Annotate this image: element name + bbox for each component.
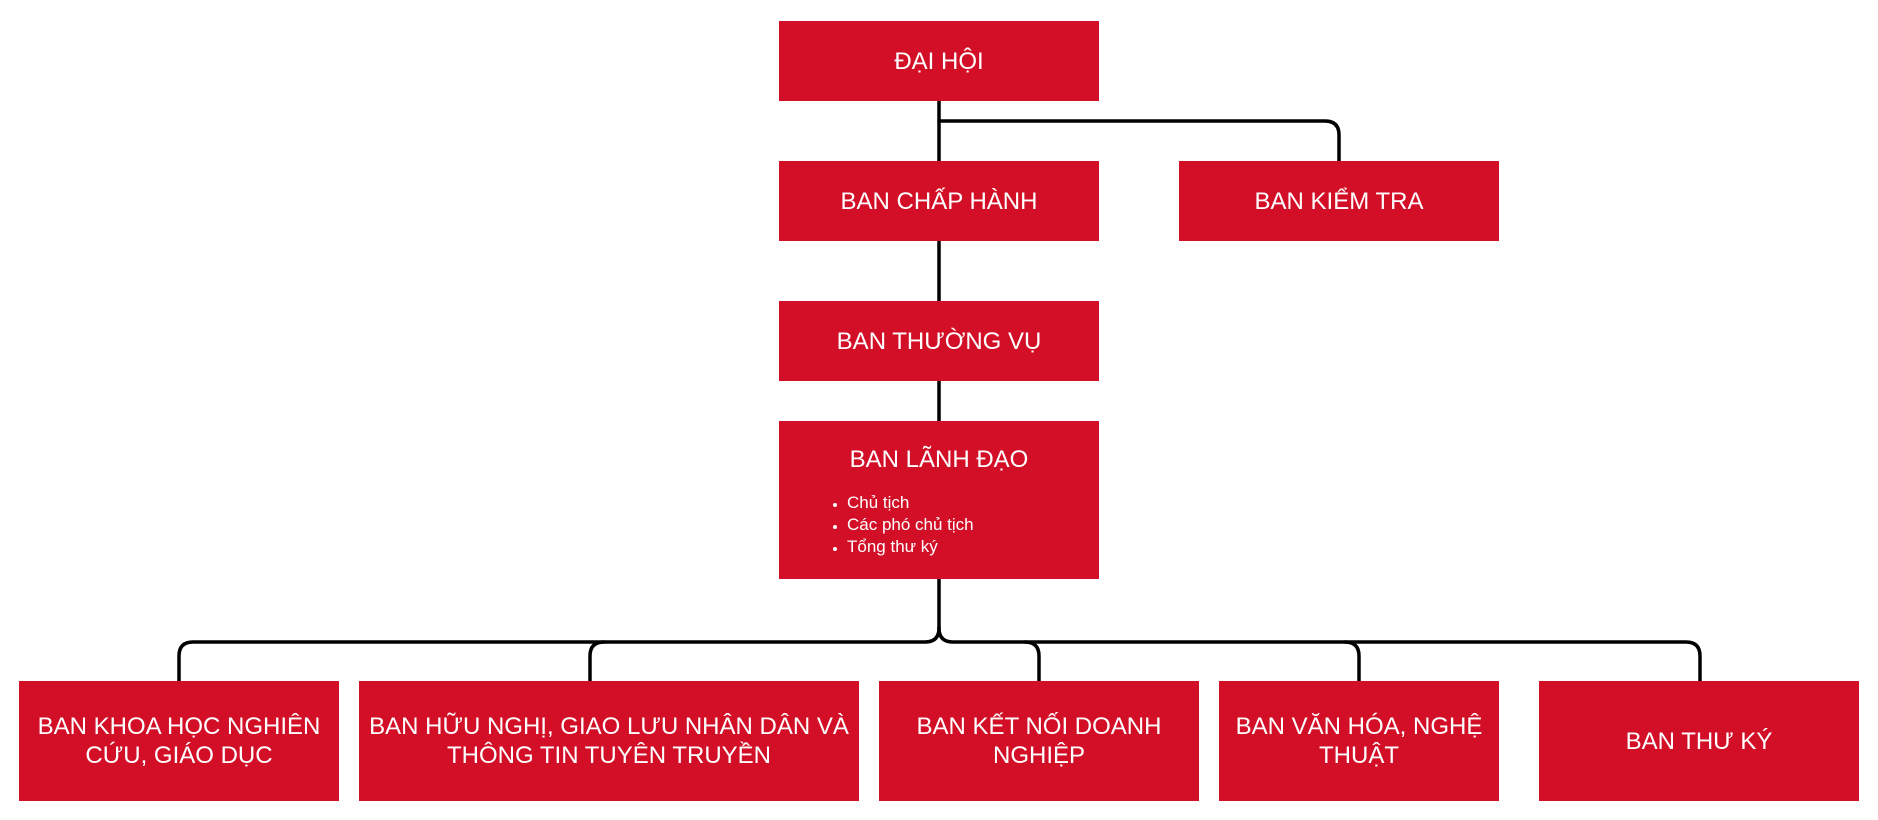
connector-drop-van-hoa	[1343, 640, 1361, 683]
node-ban-van-hoa: BAN VĂN HÓA, NGHỆ THUẬT	[1219, 681, 1499, 801]
node-ban-lanh-dao: BAN LÃNH ĐẠO Chủ tịch Các phó chủ tịch T…	[779, 421, 1099, 579]
node-ban-thuong-vu-label: BAN THƯỜNG VỤ	[836, 327, 1042, 355]
connector-daihoi-kiemtra	[937, 119, 1341, 163]
node-dai-hoi-label: ĐẠI HỘI	[894, 47, 984, 75]
node-ban-lanh-dao-title: BAN LÃNH ĐẠO	[849, 446, 1029, 473]
node-ban-thu-ky-label: BAN THƯ KÝ	[1625, 727, 1773, 755]
connector-drop-ket-noi	[1023, 640, 1041, 683]
node-ban-chap-hanh-label: BAN CHẤP HÀNH	[840, 187, 1038, 215]
node-ban-thu-ky: BAN THƯ KÝ	[1539, 681, 1859, 801]
connector-drop-huu-nghi	[588, 640, 606, 683]
node-ban-khoa-hoc-label: BAN KHOA HỌC NGHIÊN CỨU, GIÁO DỤC	[37, 713, 321, 769]
leadership-member: Chủ tịch	[847, 492, 1091, 514]
leadership-member: Tổng thư ký	[847, 536, 1091, 558]
node-ban-kiem-tra-label: BAN KIỂM TRA	[1254, 187, 1424, 215]
node-ban-van-hoa-label: BAN VĂN HÓA, NGHỆ THUẬT	[1235, 713, 1483, 769]
node-ban-khoa-hoc: BAN KHOA HỌC NGHIÊN CỨU, GIÁO DỤC	[19, 681, 339, 801]
node-ban-ket-noi-label: BAN KẾT NỐI DOANH NGHIỆP	[916, 713, 1162, 769]
connector-lanhdao-left-bus	[177, 626, 941, 683]
node-dai-hoi: ĐẠI HỘI	[779, 21, 1099, 101]
node-ban-ket-noi: BAN KẾT NỐI DOANH NGHIỆP	[879, 681, 1199, 801]
leadership-members-list: Chủ tịch Các phó chủ tịch Tổng thư ký	[787, 492, 1091, 558]
node-ban-thuong-vu: BAN THƯỜNG VỤ	[779, 301, 1099, 381]
node-ban-chap-hanh: BAN CHẤP HÀNH	[779, 161, 1099, 241]
node-ban-huu-nghi-label: BAN HỮU NGHỊ, GIAO LƯU NHÂN DÂN VÀ THÔNG…	[369, 713, 849, 769]
leadership-member: Các phó chủ tịch	[847, 514, 1091, 536]
node-ban-kiem-tra: BAN KIỂM TRA	[1179, 161, 1499, 241]
node-ban-huu-nghi: BAN HỮU NGHỊ, GIAO LƯU NHÂN DÂN VÀ THÔNG…	[359, 681, 859, 801]
connector-lanhdao-right-bus	[937, 626, 1702, 683]
